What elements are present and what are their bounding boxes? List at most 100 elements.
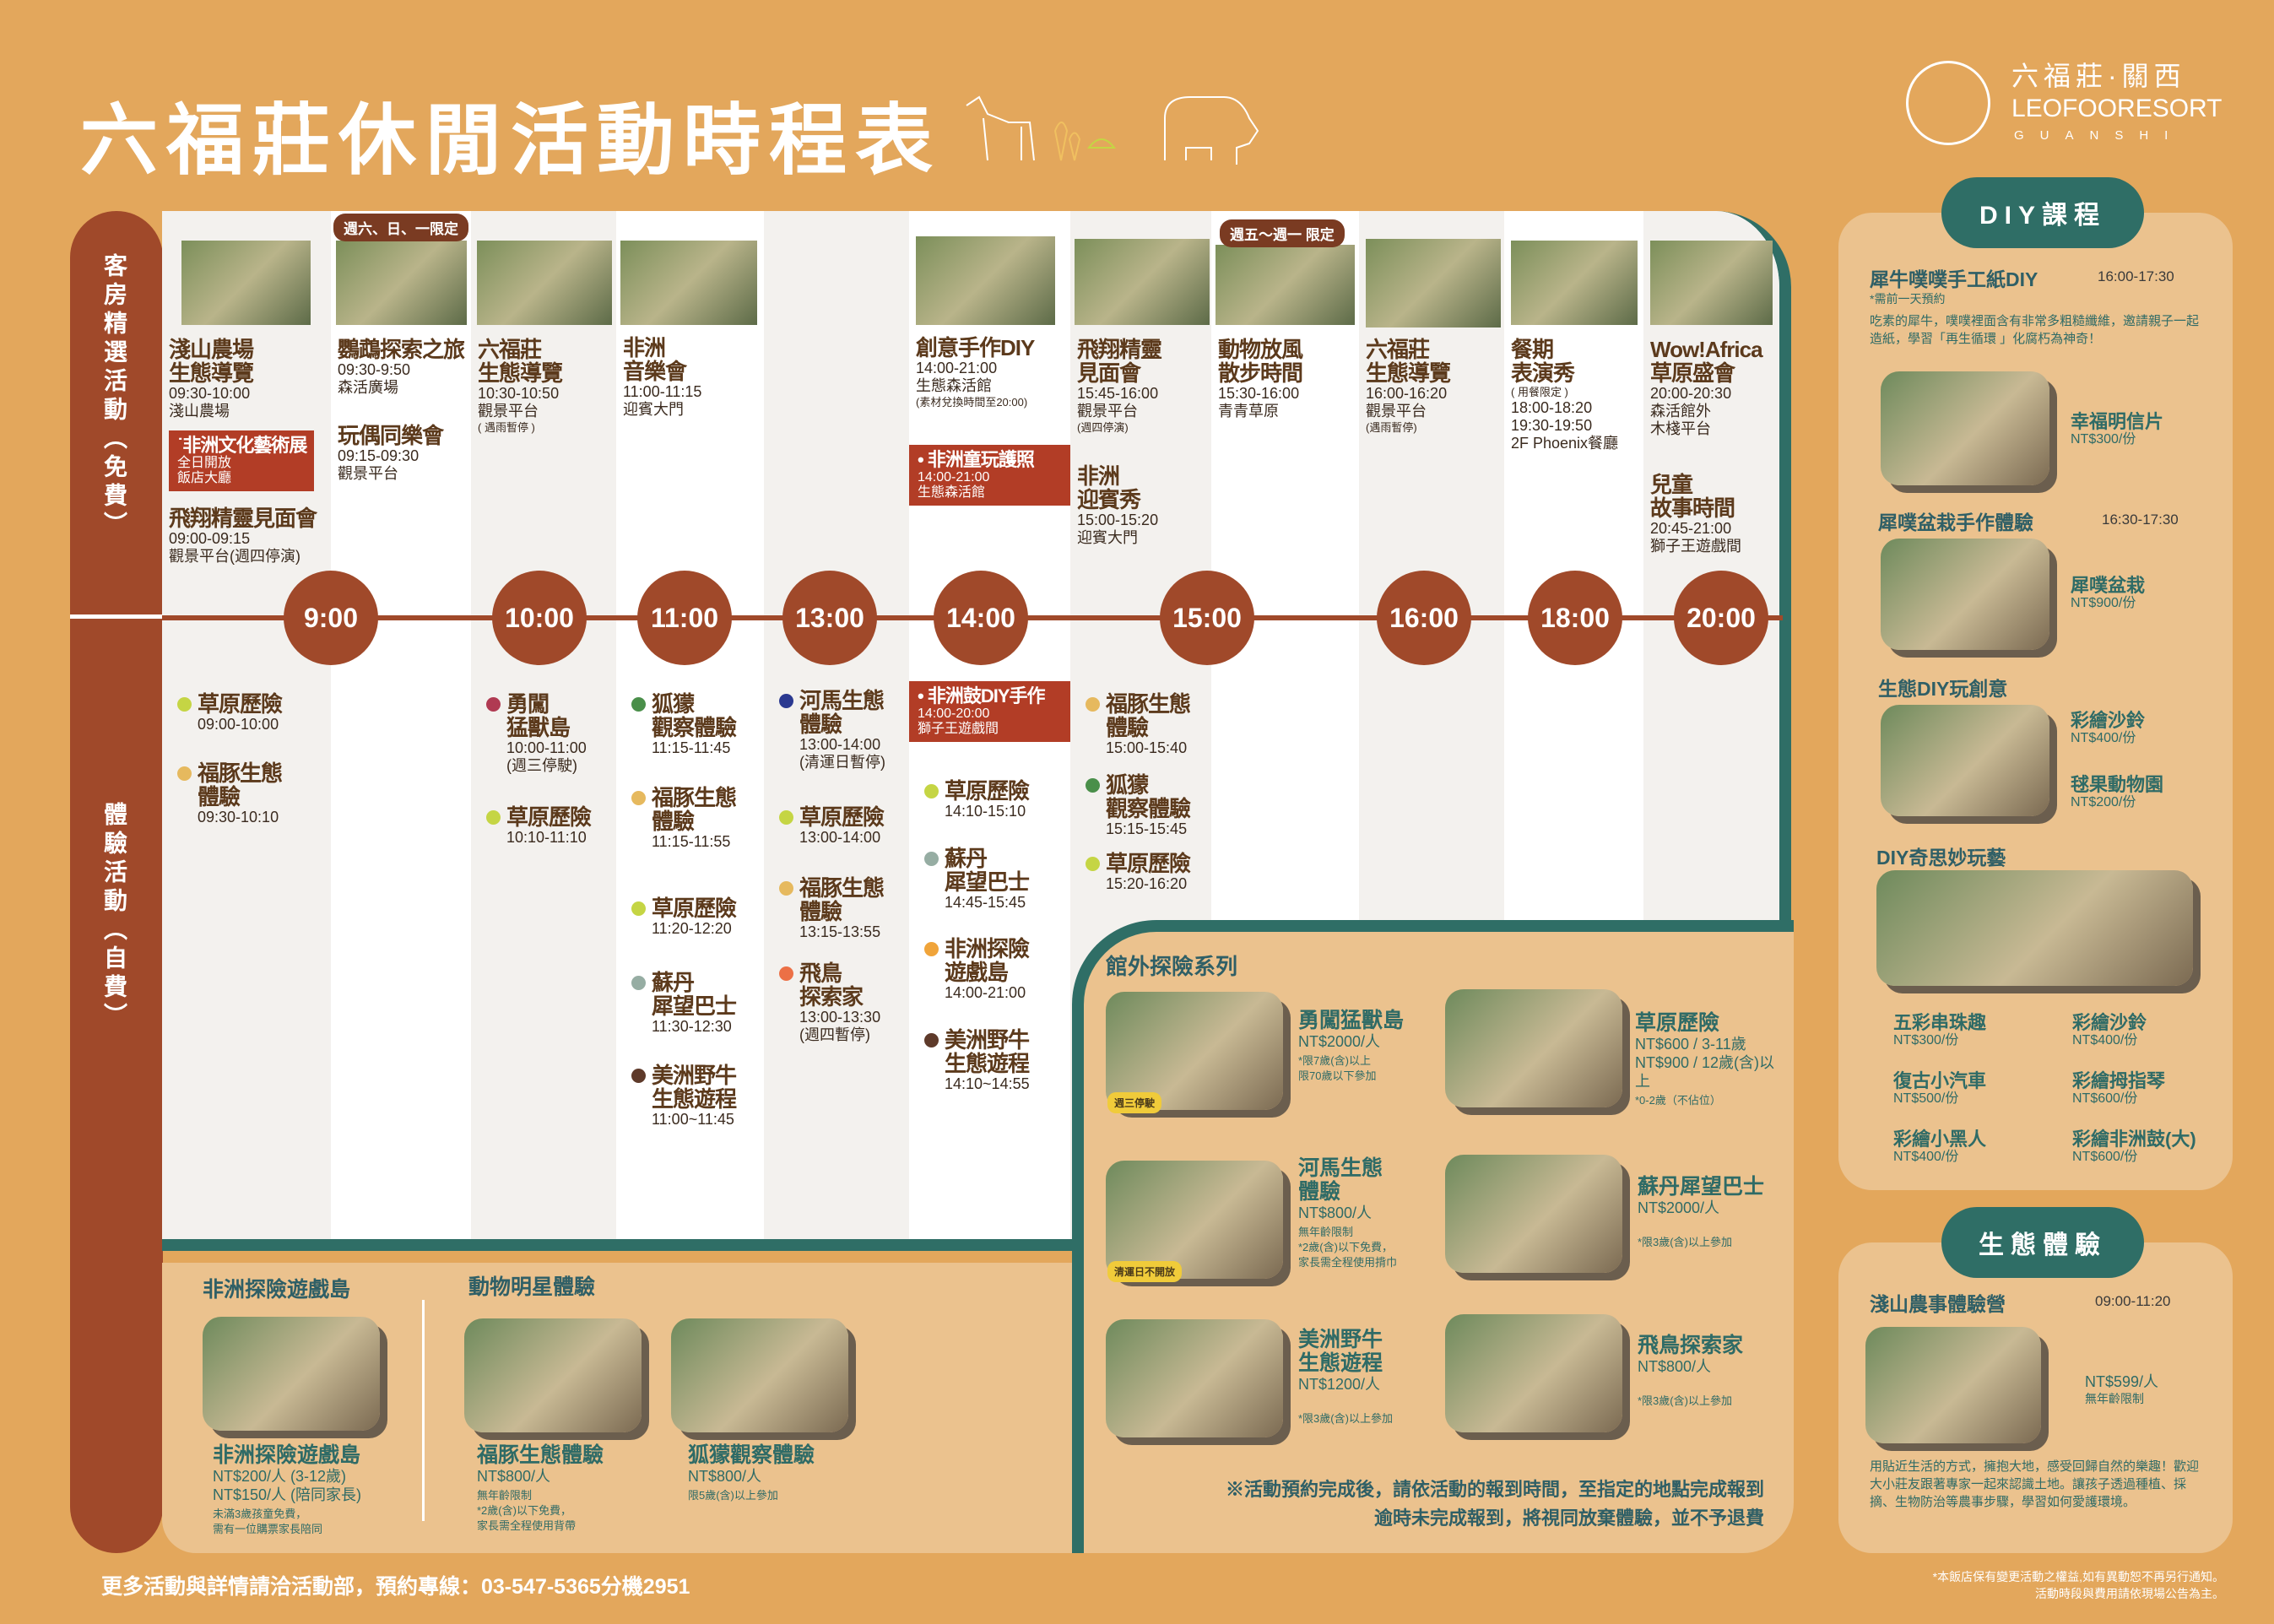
event-title: 福豚生態 體驗	[652, 785, 737, 834]
status-tag: 週三停駛	[1107, 1092, 1162, 1113]
event-title: 草原歷險	[1106, 851, 1191, 876]
event-time: 11:15-11:45	[652, 739, 731, 756]
eco-price: NT$599/人無年齡限制	[2085, 1372, 2158, 1406]
event-title: 福豚生態 體驗	[198, 761, 283, 809]
status-dot	[631, 791, 646, 805]
card-notes: *限3歲(含)以上參加	[1298, 1412, 1393, 1425]
limited-badge: 週五～週一 限定	[1220, 219, 1345, 247]
event-title: 蘇丹 犀望巴士	[945, 846, 1030, 895]
event-time: 13:15-13:55	[799, 923, 881, 940]
course-time: 16:30-17:30	[2102, 512, 2179, 528]
time-marker: 10:00	[492, 571, 587, 665]
time-marker: 14:00	[934, 571, 1028, 665]
event-location: 淺山農場	[169, 403, 230, 420]
photo	[1881, 539, 2049, 650]
item-name: 幸福明信片	[2071, 411, 2164, 432]
card-price: NT$800/人	[1298, 1204, 1373, 1221]
event-time: 11:00-11:15	[623, 383, 702, 400]
contact-footer: 更多活動與詳情請洽活動部，預約專線：03-547-5365分機2951	[101, 1575, 690, 1599]
item-price: NT$600/份	[2072, 1150, 2138, 1164]
event-time: 09:30-9:50	[338, 361, 411, 378]
event-title: 狐獴 觀察體驗	[652, 691, 737, 740]
event-title: 勇闖 猛獸島	[506, 691, 571, 740]
card-notes: 未滿3歲孩童免費， 需有一位購票家長陪同	[213, 1508, 323, 1535]
card-price: NT$2000/人	[1638, 1199, 1720, 1216]
event-title: 餐期 表演秀	[1511, 337, 1575, 386]
course-description: 吃素的犀牛，噗噗裡面含有非常多粗糙纖維，邀請親子一起造紙，學習「再生循環 」化腐…	[1870, 314, 2200, 346]
status-dot	[631, 901, 646, 916]
event-time: 09:00-10:00	[198, 716, 279, 733]
event-time: 18:00-18:20 19:30-19:50	[1511, 399, 1593, 434]
event-title: 六福莊 生態導覽	[1366, 337, 1451, 386]
card-notes: *限3歲(含)以上參加	[1638, 1236, 1732, 1248]
event-title: 河馬生態 體驗	[799, 688, 885, 737]
event-time: 13:00-13:30 (週四暫停)	[799, 1009, 881, 1043]
event-note: (素材兌換時間至20:00)	[916, 396, 1028, 409]
time-marker: 20:00	[1674, 571, 1768, 665]
event-title: 非洲探險 遊戲島	[945, 936, 1030, 985]
card-price: NT$2000/人	[1298, 1033, 1381, 1050]
event-location: 森活館外 木棧平台	[1650, 403, 1711, 437]
card-notes: *限3歲(含)以上參加	[1638, 1394, 1732, 1407]
event-time: 14:00-20:00	[918, 706, 990, 721]
divider	[422, 1300, 425, 1521]
item-name: 復古小汽車	[1893, 1070, 1987, 1091]
status-dot	[177, 766, 192, 781]
course-title: 犀牛噗噗手工紙DIY	[1870, 268, 2038, 290]
course-title: DIY奇思妙玩藝	[1876, 847, 2006, 869]
limited-badge: 週六、日、一限定	[333, 214, 468, 241]
event-note: (遇雨暫停)	[1366, 421, 1417, 434]
event-time: 14:00-21:00	[918, 470, 990, 484]
event-title: 飛翔精靈見面會	[169, 506, 317, 531]
event-title: 草原歷險	[945, 778, 1030, 804]
event-location: 迎賓大門	[623, 401, 684, 418]
activity-photo	[916, 236, 1055, 325]
activity-photo	[477, 241, 612, 325]
event-title: 鸚鵡探索之旅	[338, 337, 465, 362]
event-time: 09:30-10:00	[169, 385, 251, 402]
logo-text-location: GUANSHI	[2014, 128, 2185, 143]
event-location: 青青草原	[1218, 403, 1279, 420]
notice-line: 逾時未完成報到，將視同放棄體驗，並不予退費	[1373, 1508, 1764, 1529]
card-title: 非洲探險遊戲島	[213, 1443, 361, 1467]
event-note: ( 用餐限定 )	[1511, 386, 1568, 398]
time-marker: 16:00	[1377, 571, 1471, 665]
event-note: ( 遇雨暫停 )	[478, 421, 535, 434]
activity-photo	[1445, 989, 1622, 1107]
activity-photo	[1366, 239, 1501, 328]
item-name: 犀噗盆栽	[2071, 575, 2146, 596]
card-notes: 限5歲(含)以上參加	[688, 1489, 778, 1502]
status-dot	[779, 966, 793, 981]
logo-emblem-icon	[1906, 61, 1990, 145]
event-title: 草原歷險	[799, 804, 885, 830]
item-price: NT$300/份	[2071, 432, 2136, 447]
event-time: 15:20-16:20	[1106, 875, 1188, 892]
card-title: 草原歷險	[1635, 1011, 1720, 1035]
status-dot	[924, 784, 939, 798]
item-price: NT$400/份	[2072, 1033, 2138, 1047]
item-price: NT$600/份	[2072, 1091, 2138, 1106]
event-time: 15:00-15:40	[1106, 739, 1188, 756]
card-price: NT$800/人	[477, 1468, 551, 1485]
activity-photo	[203, 1317, 380, 1431]
event-title: 六福莊 生態導覽	[478, 337, 563, 386]
activity-photo	[1106, 1319, 1283, 1437]
event-title: ˙非洲文化藝術展	[177, 435, 307, 456]
category-sidebar	[70, 211, 163, 1553]
